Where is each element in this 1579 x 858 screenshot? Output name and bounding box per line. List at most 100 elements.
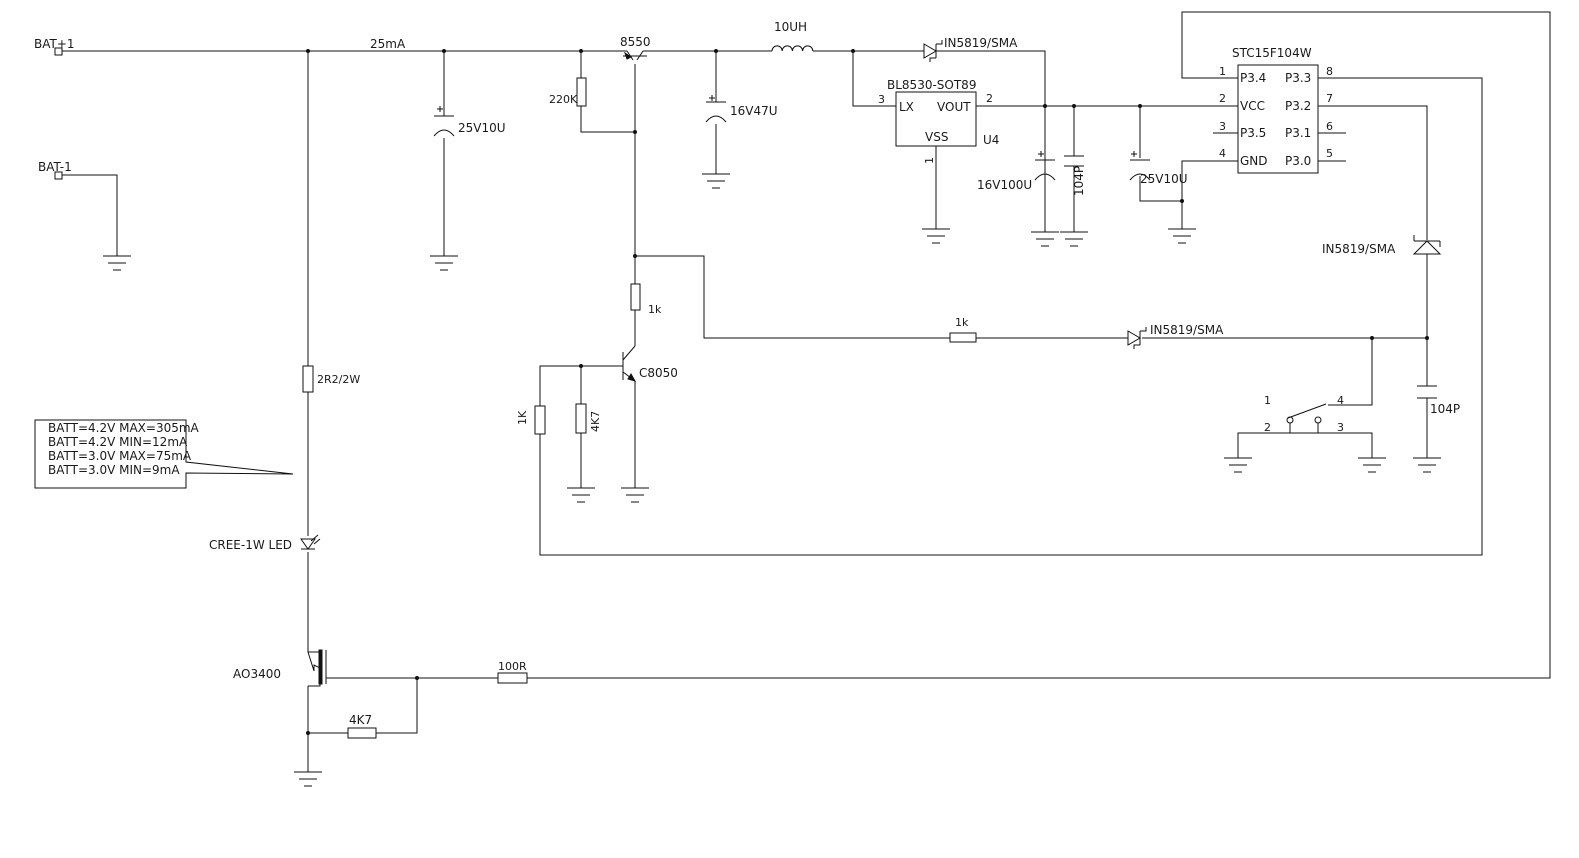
switch-pin-num: 4 <box>1337 394 1344 407</box>
mcu-left-pin-name: GND <box>1240 154 1268 168</box>
resistor-100r-label: 100R <box>498 660 527 673</box>
ground-icon <box>294 771 322 787</box>
ic-bl8530-ref: U4 <box>983 133 999 147</box>
led-cree-1w-label: CREE-1W LED <box>209 538 292 552</box>
note-line: BATT=3.0V MAX=75mA <box>48 449 192 463</box>
note-line: BATT=3.0V MIN=9mA <box>48 463 180 477</box>
mcu-right-pin-num: 8 <box>1326 65 1333 78</box>
ground-icon <box>1358 457 1386 473</box>
transistor-npn-c8050: C8050 <box>622 345 678 382</box>
resistor-2r2-label: 2R2/2W <box>317 373 360 386</box>
resistor-100r: 100R <box>497 660 528 684</box>
ground-icon <box>621 487 649 503</box>
capacitor-25v10u-left-label: 25V10U <box>458 121 506 135</box>
capacitor-16v100u-label: 16V100U <box>977 178 1032 192</box>
resistor-2r2: 2R2/2W <box>302 365 360 393</box>
transistor-pnp-8550-label: 8550 <box>620 35 651 49</box>
resistor-4k7-npn-label: 4K7 <box>589 411 602 432</box>
ic-bl8530-num-lx: 3 <box>878 93 885 106</box>
current-label: 25mA <box>370 37 406 51</box>
diode-right-label: IN5819/SMA <box>1322 242 1396 256</box>
mosfet-ao3400: AO3400 <box>233 649 330 687</box>
port-bat-pos-label: BAT+1 <box>34 37 75 51</box>
resistor-220k: 220K <box>549 77 587 107</box>
note-line: BATT=4.2V MIN=12mA <box>48 435 188 449</box>
resistor-4k7-npn: 4K7 <box>575 403 602 434</box>
capacitor-104p-a: 104P <box>1064 155 1086 196</box>
capacitor-25v10u-right-label: 25V10U <box>1140 172 1188 186</box>
ground-icon <box>922 228 950 244</box>
resistor-4k7-gate: 4K7 <box>347 713 377 739</box>
ic-bl8530-pin-lx: LX <box>899 100 914 114</box>
mcu-right-pin-name: P3.1 <box>1285 126 1311 140</box>
mcu-left-pin-name: P3.5 <box>1240 126 1266 140</box>
mcu-right-pin-name: P3.2 <box>1285 99 1311 113</box>
ic-bl8530-num-vout: 2 <box>986 92 993 105</box>
switch-pin-num: 3 <box>1337 421 1344 434</box>
port-bat-pos: BAT+1 <box>34 37 75 56</box>
ic-bl8530-pin-vss: VSS <box>925 130 948 144</box>
note-line: BATT=4.2V MAX=305mA <box>48 421 200 435</box>
transistor-pnp-8550: 8550 <box>620 35 651 61</box>
mcu-right-pin-name: P3.0 <box>1285 154 1311 168</box>
ground-icon <box>1168 228 1196 244</box>
push-switch: 1 4 2 3 <box>1264 394 1344 434</box>
resistor-1k-horizontal-label: 1k <box>955 316 969 329</box>
resistor-1k-npn-base: 1K <box>516 405 546 435</box>
capacitor-16v47u-label: 16V47U <box>730 104 778 118</box>
capacitor-25v10u-right: 25V10U <box>1129 151 1188 186</box>
mcu-right-pin-num: 7 <box>1326 92 1333 105</box>
ground-icon <box>1031 231 1059 247</box>
capacitor-16v100u: 16V100U <box>977 151 1056 192</box>
ground-symbols <box>103 173 1441 787</box>
ground-icon <box>567 487 595 503</box>
diode-mid-label: IN5819/SMA <box>1150 323 1224 337</box>
capacitor-104p-b: 104P <box>1417 385 1460 416</box>
mosfet-ao3400-label: AO3400 <box>233 667 281 681</box>
ground-icon <box>430 255 458 271</box>
mcu-left-pin-num: 4 <box>1219 147 1226 160</box>
current-note-callout: BATT=4.2V MAX=305mA BATT=4.2V MIN=12mA B… <box>34 419 294 489</box>
ic-bl8530-part: BL8530-SOT89 <box>887 78 976 92</box>
ground-icon <box>702 173 730 189</box>
wires <box>62 11 1551 772</box>
mcu-left-pin-num: 1 <box>1219 65 1226 78</box>
ic-bl8530-pin-vout: VOUT <box>937 100 971 114</box>
switch-pin-num: 1 <box>1264 394 1271 407</box>
capacitor-104p-a-label: 104P <box>1072 166 1086 196</box>
junction-dots <box>306 49 1429 735</box>
resistor-1k-horizontal: 1k <box>949 316 977 343</box>
inductor-10uh: 10UH <box>771 20 814 52</box>
diode-top-label: IN5819/SMA <box>944 36 1018 50</box>
ic-bl8530: BL8530-SOT89 U4 LX VOUT VSS 3 2 1 <box>878 78 999 164</box>
mcu-left-pin-name: P3.4 <box>1240 71 1266 85</box>
diode-right: IN5819/SMA <box>1322 235 1442 264</box>
mcu-right-pin-num: 5 <box>1326 147 1333 160</box>
mcu-right-pin-name: P3.3 <box>1285 71 1311 85</box>
diode-top: IN5819/SMA <box>923 36 1018 62</box>
ic-bl8530-num-vss: 1 <box>923 157 936 164</box>
ground-icon <box>1060 231 1088 247</box>
resistor-1k-vertical: 1k <box>630 283 662 316</box>
resistor-4k7-gate-label: 4K7 <box>349 713 372 727</box>
diode-mid: IN5819/SMA <box>1127 323 1224 349</box>
mcu-left-pin-name: VCC <box>1240 99 1265 113</box>
ground-icon <box>103 255 131 271</box>
mcu-left-pin-num: 3 <box>1219 120 1226 133</box>
mcu-left-pin-num: 2 <box>1219 92 1226 105</box>
resistor-220k-label: 220K <box>549 93 578 106</box>
mcu-part: STC15F104W <box>1232 46 1312 60</box>
mcu-stc15f104w: STC15F104W P3.4 VCC P3.5 GND 1 2 3 4 P3.… <box>1219 46 1333 174</box>
capacitor-104p-b-label: 104P <box>1430 402 1460 416</box>
led-cree-1w: CREE-1W LED <box>209 534 321 552</box>
ground-icon <box>1413 457 1441 473</box>
inductor-10uh-label: 10UH <box>774 20 807 34</box>
resistor-1k-npn-base-label: 1K <box>516 410 529 425</box>
port-bat-neg-label: BAT-1 <box>38 160 72 174</box>
capacitor-25v10u-left: 25V10U <box>433 106 506 137</box>
capacitor-16v47u: 16V47U <box>705 95 778 123</box>
switch-pin-num: 2 <box>1264 421 1271 434</box>
ground-icon <box>1224 457 1252 473</box>
transistor-npn-c8050-label: C8050 <box>639 366 678 380</box>
